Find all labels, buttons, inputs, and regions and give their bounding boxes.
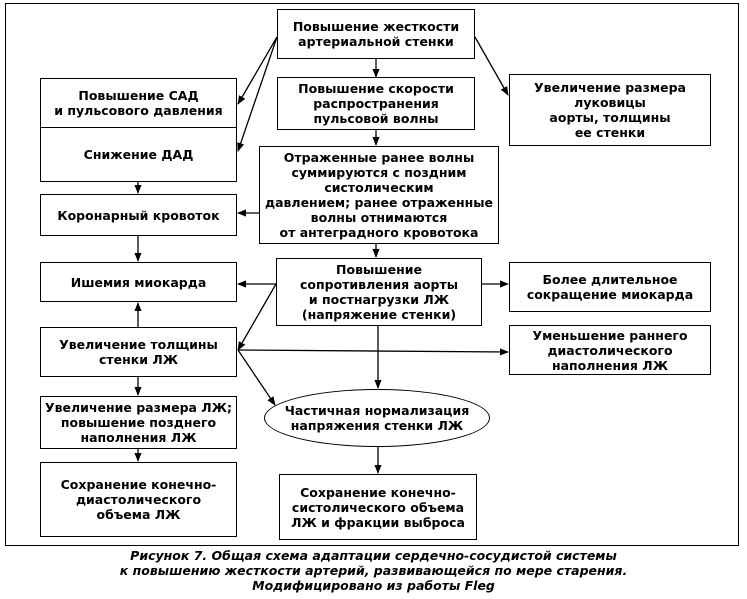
arrow-resistance-to-lv_thickness bbox=[237, 283, 277, 351]
node-coronary-flow: Коронарный кровоток bbox=[40, 194, 237, 236]
node-aortic-bulb: Увеличение размера луковицы аорты, толщи… bbox=[509, 74, 711, 146]
figure-frame bbox=[5, 3, 739, 546]
arrow-stiffness-to-dbp bbox=[237, 36, 278, 152]
node-reflected-waves: Отраженные ранее волны суммируются с поз… bbox=[259, 146, 499, 244]
figure-caption: Рисунок 7. Общая схема адаптации сердечн… bbox=[119, 548, 628, 593]
node-pulse-wave-velocity: Повышение скорости распространения пульс… bbox=[277, 77, 475, 130]
node-early-diastolic-filling: Уменьшение раннего диастолического напол… bbox=[509, 325, 711, 375]
node-lv-size: Увеличение размера ЛЖ; повышение позднег… bbox=[40, 396, 237, 449]
arrow-stiffness-to-aortic_bulb bbox=[474, 36, 509, 96]
node-aortic-resistance: Повышение сопротивления аорты и постнагр… bbox=[276, 258, 482, 326]
node-partial-normalization: Частичная нормализация напряжения стенки… bbox=[264, 389, 490, 447]
node-end-diastolic-volume: Сохранение конечно- диастолического объе… bbox=[40, 462, 237, 537]
arrow-lv_thickness-to-early_fill bbox=[237, 348, 509, 356]
node-dbp-decrease: Снижение ДАД bbox=[40, 127, 237, 182]
node-sbp-pulse-pressure: Повышение САД и пульсового давления bbox=[40, 78, 237, 128]
node-myocardial-ischemia: Ишемия миокарда bbox=[40, 262, 237, 302]
node-lv-wall-thickness: Увеличение толщины стенки ЛЖ bbox=[40, 327, 237, 377]
node-arterial-stiffness: Повышение жесткости артериальной стенки bbox=[277, 9, 475, 59]
arrow-lv_thickness-to-partial_norm bbox=[237, 349, 276, 406]
node-end-systolic-volume: Сохранение конечно- систолического объем… bbox=[279, 474, 477, 540]
arrow-stiffness-to-sbp_pp bbox=[237, 36, 278, 105]
node-longer-contraction: Более длительное сокращение миокарда bbox=[509, 262, 711, 312]
